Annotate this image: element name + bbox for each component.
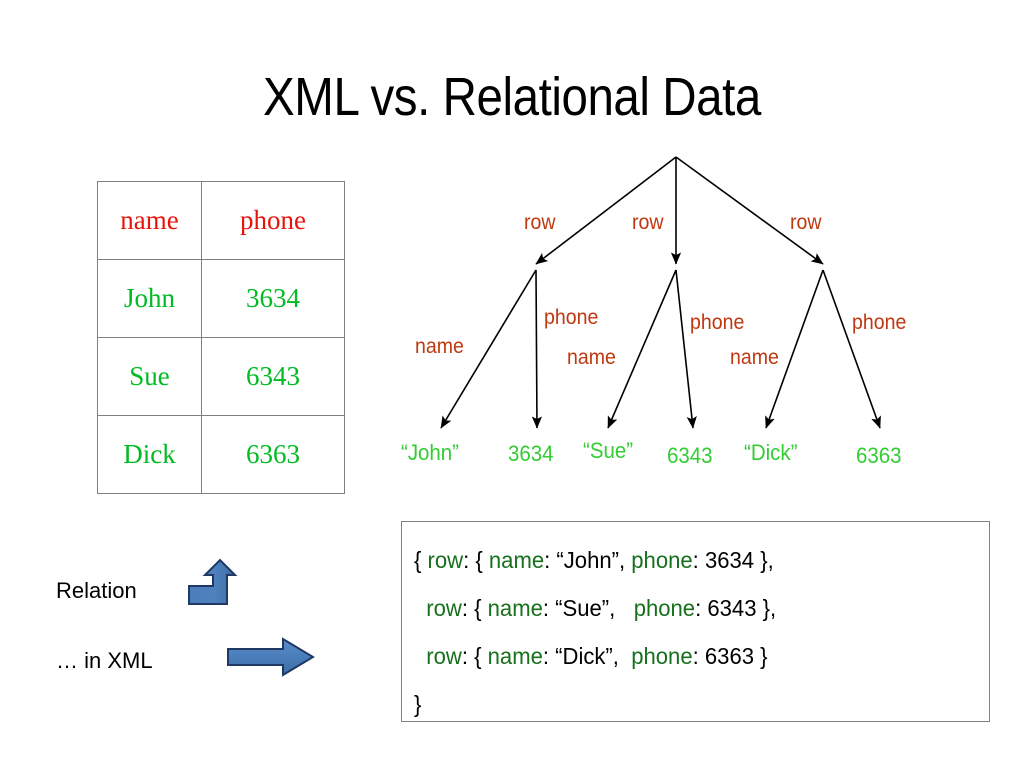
tree-leaf-phone-2: 6343 — [667, 443, 713, 468]
tree-leaf-name-2: “Sue” — [583, 438, 634, 463]
tree-edge-label-phone-1: phone — [544, 306, 599, 329]
page-title: XML vs. Relational Data — [263, 67, 761, 127]
json-token-val: : “John”, — [544, 547, 632, 573]
json-token-punct: : { — [463, 547, 489, 573]
legend-relation-label: Relation — [56, 578, 137, 603]
json-token-val: : 3634 }, — [692, 547, 774, 573]
table-row: Sue 6343 — [97, 337, 345, 416]
json-token-punct: { — [414, 547, 428, 573]
table-header-row: name phone — [97, 181, 345, 260]
json-token-val: : 6363 } — [692, 643, 768, 669]
json-line: { row: { name: “John”, phone: 3634 }, — [414, 536, 966, 584]
tree-leaf-phone-3: 6363 — [856, 443, 902, 468]
json-token-punct: : { — [461, 595, 488, 621]
table-header-name: name — [97, 181, 202, 260]
tree-edge-label-phone-2: phone — [690, 311, 745, 334]
tree-leaf-name-1: “John” — [401, 440, 459, 465]
tree-leaf-phone-1: 3634 — [508, 441, 554, 466]
json-token-key: row — [427, 547, 464, 573]
json-token-key: row — [426, 643, 462, 669]
tree-edge-label-row-2: row — [632, 211, 664, 234]
relation-table: name phone John 3634 Sue 6343 Dick 6363 — [97, 181, 345, 494]
edge-row1-phone — [531, 269, 543, 429]
right-arrow-icon — [227, 637, 315, 677]
table-row: John 3634 — [97, 259, 345, 338]
json-token-key: phone — [633, 595, 696, 621]
cell-name: Sue — [97, 337, 202, 416]
json-token-key: phone — [631, 547, 693, 573]
json-token-punct: : { — [461, 643, 488, 669]
edge-row2-phone — [675, 269, 697, 429]
tree-edge-label-phone-3: phone — [852, 311, 907, 334]
json-token-punct: } — [414, 691, 422, 717]
tree-leaf-name-3: “Dick” — [744, 440, 798, 465]
cell-phone: 6363 — [201, 415, 345, 494]
tree-edge-label-name-1: name — [415, 335, 464, 358]
tree-edge-label-name-3: name — [730, 346, 779, 369]
tree-edge-label-row-3: row — [790, 211, 822, 234]
json-representation-box: { row: { name: “John”, phone: 3634 }, ro… — [401, 521, 990, 722]
json-line: } — [414, 680, 966, 728]
cell-name: John — [97, 259, 202, 338]
json-token-key: row — [426, 595, 462, 621]
json-line: row: { name: “Sue”, phone: 6343 }, — [414, 584, 966, 632]
json-token-val: : “Dick”, — [542, 643, 632, 669]
legend-xml-label: … in XML — [56, 648, 153, 673]
tree-edge-label-row-1: row — [524, 211, 556, 234]
cell-phone: 6343 — [201, 337, 345, 416]
json-token-key: phone — [631, 643, 693, 669]
json-token-punct — [414, 595, 426, 621]
edge-row2-name — [607, 269, 677, 429]
json-token-val: : 6343 }, — [695, 595, 777, 621]
tree-edge-label-name-2: name — [567, 346, 616, 369]
json-token-key: name — [488, 547, 545, 573]
cell-phone: 3634 — [201, 259, 345, 338]
json-token-punct — [414, 643, 426, 669]
json-line: row: { name: “Dick”, phone: 6363 } — [414, 632, 966, 680]
json-token-key: name — [487, 643, 543, 669]
cell-name: Dick — [97, 415, 202, 494]
table-row: Dick 6363 — [97, 415, 345, 494]
table-header-phone: phone — [201, 181, 345, 260]
json-token-val: : “Sue”, — [542, 595, 634, 621]
json-token-key: name — [487, 595, 543, 621]
bent-up-arrow-icon — [188, 558, 238, 605]
edge-row3-phone — [822, 269, 881, 429]
